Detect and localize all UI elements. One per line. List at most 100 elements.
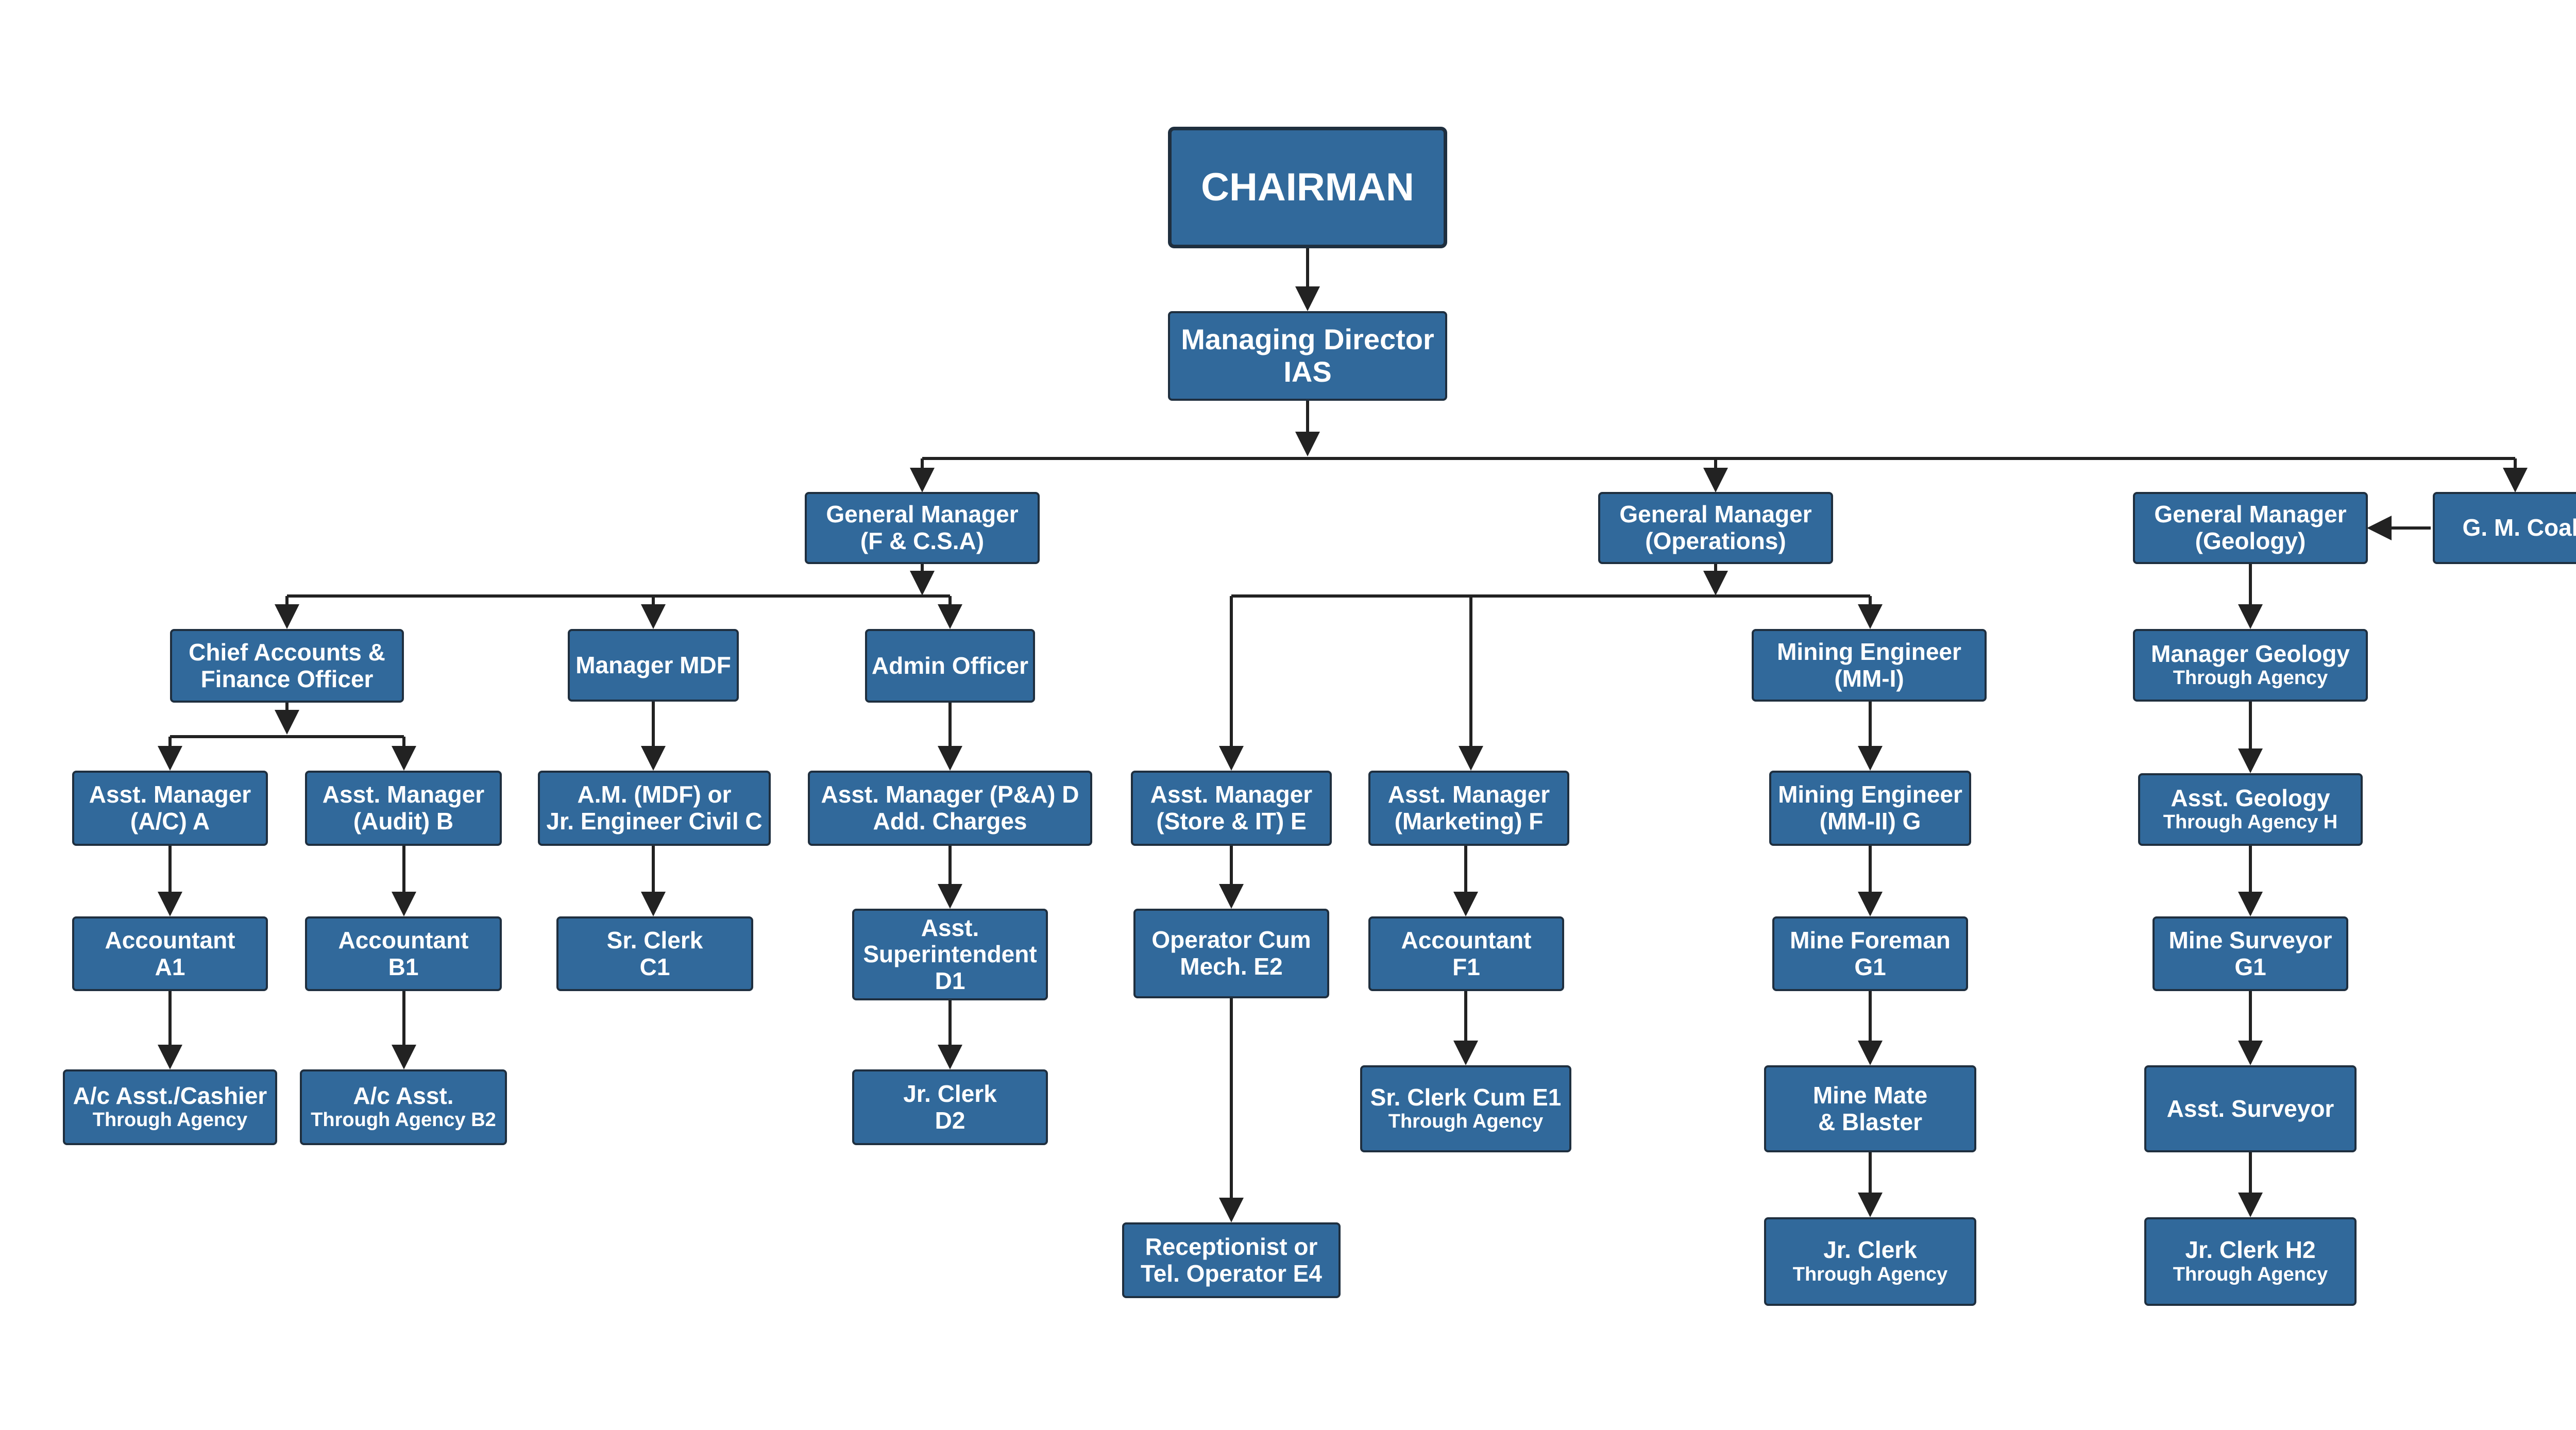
sr-clerk-c1-sub: C1: [639, 953, 670, 980]
mining-engineer-mm2-sub: (MM-II) G: [1819, 808, 1921, 835]
gm-geology-sub: (Geology): [2195, 527, 2306, 554]
mine-surveyor-sub: G1: [2234, 953, 2266, 980]
mining-engineer-mm1-box: Mining Engineer (MM-I): [1752, 629, 1987, 702]
gm-operations-title: General Manager: [1619, 501, 1812, 528]
ac-asst-cashier-box: A/c Asst./Cashier Through Agency: [63, 1069, 277, 1145]
mine-foreman-sub: G1: [1854, 953, 1886, 980]
sr-clerk-e1-sub: Through Agency: [1388, 1111, 1544, 1133]
jr-clerk-agency-title: Jr. Clerk: [1823, 1236, 1917, 1264]
asst-manager-store-box: Asst. Manager (Store & IT) E: [1131, 771, 1332, 846]
accountant-b1-sub: B1: [388, 953, 419, 980]
operator-cum-mech-title: Operator Cum: [1151, 926, 1311, 954]
asst-surveyor-box: Asst. Surveyor: [2144, 1065, 2357, 1152]
asst-manager-marketing-sub: (Marketing) F: [1394, 808, 1544, 835]
asst-geology-box: Asst. Geology Through Agency H: [2138, 773, 2363, 846]
asst-superintendent-l3: D1: [935, 967, 965, 994]
gm-fcsa-box: General Manager (F & C.S.A): [805, 492, 1040, 564]
jr-clerk-d2-sub: D2: [935, 1106, 965, 1134]
managing-director-sub: IAS: [1283, 355, 1332, 388]
asst-manager-pa-box: Asst. Manager (P&A) D Add. Charges: [808, 771, 1092, 846]
receptionist-sub: Tel. Operator E4: [1141, 1259, 1322, 1287]
manager-geology-box: Manager Geology Through Agency: [2133, 629, 2368, 702]
asst-manager-ac-sub: (A/C) A: [130, 808, 210, 835]
gm-fcsa-sub: (F & C.S.A): [860, 527, 985, 554]
mine-mate-blaster-sub: & Blaster: [1818, 1108, 1922, 1135]
jr-clerk-h2-box: Jr. Clerk H2 Through Agency: [2144, 1217, 2357, 1306]
mine-foreman-title: Mine Foreman: [1790, 926, 1951, 954]
ac-asst-b2-sub: Through Agency B2: [311, 1109, 496, 1131]
ac-asst-b2-box: A/c Asst. Through Agency B2: [300, 1069, 507, 1145]
accountant-b1-title: Accountant: [338, 926, 469, 954]
ac-asst-b2-title: A/c Asst.: [353, 1082, 454, 1109]
mining-engineer-mm1-sub: (MM-I): [1834, 665, 1904, 692]
asst-geology-sub: Through Agency H: [2163, 811, 2338, 833]
asst-manager-ac-box: Asst. Manager (A/C) A: [72, 771, 268, 846]
mine-surveyor-title: Mine Surveyor: [2168, 926, 2332, 954]
managing-director-box: Managing Director IAS: [1168, 311, 1447, 401]
sr-clerk-c1-title: Sr. Clerk: [606, 926, 703, 954]
mine-surveyor-box: Mine Surveyor G1: [2153, 916, 2348, 991]
operator-cum-mech-box: Operator Cum Mech. E2: [1133, 909, 1329, 998]
managing-director-title: Managing Director: [1181, 323, 1434, 356]
gm-coal-label: G. M. Coal: [2462, 514, 2576, 541]
gm-operations-sub: (Operations): [1645, 527, 1786, 554]
accountant-f1-box: Accountant F1: [1368, 916, 1564, 991]
admin-officer-label: Admin Officer: [871, 652, 1029, 679]
chief-accounts-title: Chief Accounts &: [189, 638, 385, 666]
asst-manager-marketing-title: Asst. Manager: [1387, 781, 1550, 808]
asst-geology-title: Asst. Geology: [2171, 784, 2330, 811]
mine-foreman-box: Mine Foreman G1: [1772, 916, 1968, 991]
asst-manager-audit-sub: (Audit) B: [353, 808, 454, 835]
asst-manager-pa-title: Asst. Manager (P&A) D: [821, 781, 1079, 808]
sr-clerk-c1-box: Sr. Clerk C1: [556, 916, 753, 991]
asst-manager-store-title: Asst. Manager: [1150, 781, 1313, 808]
asst-manager-audit-box: Asst. Manager (Audit) B: [305, 771, 502, 846]
receptionist-title: Receptionist or: [1145, 1233, 1318, 1260]
asst-superintendent-box: Asst. Superintendent D1: [852, 909, 1048, 1000]
sr-clerk-e1-box: Sr. Clerk Cum E1 Through Agency: [1360, 1065, 1571, 1152]
accountant-b1-box: Accountant B1: [305, 916, 502, 991]
accountant-f1-title: Accountant: [1401, 926, 1532, 954]
mine-mate-blaster-title: Mine Mate: [1812, 1081, 1928, 1109]
asst-manager-marketing-box: Asst. Manager (Marketing) F: [1368, 771, 1569, 846]
operator-cum-mech-sub: Mech. E2: [1180, 953, 1283, 980]
manager-mdf-box: Manager MDF: [568, 629, 739, 702]
am-mdf-sub: Jr. Engineer Civil C: [546, 808, 762, 835]
manager-mdf-label: Manager MDF: [575, 651, 731, 678]
jr-clerk-agency-sub: Through Agency: [1792, 1263, 1948, 1285]
am-mdf-title: A.M. (MDF) or: [577, 781, 732, 808]
admin-officer-box: Admin Officer: [865, 629, 1035, 703]
gm-operations-box: General Manager (Operations): [1598, 492, 1833, 564]
manager-geology-title: Manager Geology: [2151, 640, 2350, 667]
gm-geology-title: General Manager: [2154, 501, 2347, 528]
chairman-label: CHAIRMAN: [1201, 165, 1414, 210]
jr-clerk-d2-box: Jr. Clerk D2: [852, 1069, 1048, 1145]
accountant-a1-box: Accountant A1: [72, 916, 268, 991]
asst-manager-ac-title: Asst. Manager: [89, 781, 251, 808]
mine-mate-blaster-box: Mine Mate & Blaster: [1764, 1065, 1976, 1152]
gm-fcsa-title: General Manager: [826, 501, 1019, 528]
jr-clerk-h2-title: Jr. Clerk H2: [2185, 1236, 2316, 1264]
am-mdf-box: A.M. (MDF) or Jr. Engineer Civil C: [538, 771, 771, 846]
asst-surveyor-label: Asst. Surveyor: [2166, 1095, 2334, 1122]
chief-accounts-box: Chief Accounts & Finance Officer: [170, 629, 404, 703]
receptionist-box: Receptionist or Tel. Operator E4: [1122, 1222, 1341, 1298]
chief-accounts-sub: Finance Officer: [200, 665, 374, 692]
accountant-f1-sub: F1: [1452, 953, 1480, 980]
asst-superintendent-l2: Superintendent: [863, 941, 1037, 968]
manager-geology-sub: Through Agency: [2173, 667, 2328, 689]
gm-coal-box: G. M. Coal: [2433, 492, 2576, 564]
gm-geology-box: General Manager (Geology): [2133, 492, 2368, 564]
jr-clerk-d2-title: Jr. Clerk: [903, 1080, 997, 1107]
sr-clerk-e1-title: Sr. Clerk Cum E1: [1370, 1083, 1562, 1111]
mining-engineer-mm1-title: Mining Engineer: [1777, 638, 1961, 665]
asst-manager-pa-sub: Add. Charges: [873, 808, 1027, 835]
jr-clerk-h2-sub: Through Agency: [2173, 1263, 2328, 1285]
accountant-a1-title: Accountant: [105, 926, 235, 954]
asst-manager-store-sub: (Store & IT) E: [1156, 808, 1307, 835]
ac-asst-cashier-title: A/c Asst./Cashier: [73, 1082, 267, 1109]
jr-clerk-agency-box: Jr. Clerk Through Agency: [1764, 1217, 1976, 1306]
accountant-a1-sub: A1: [155, 953, 185, 980]
